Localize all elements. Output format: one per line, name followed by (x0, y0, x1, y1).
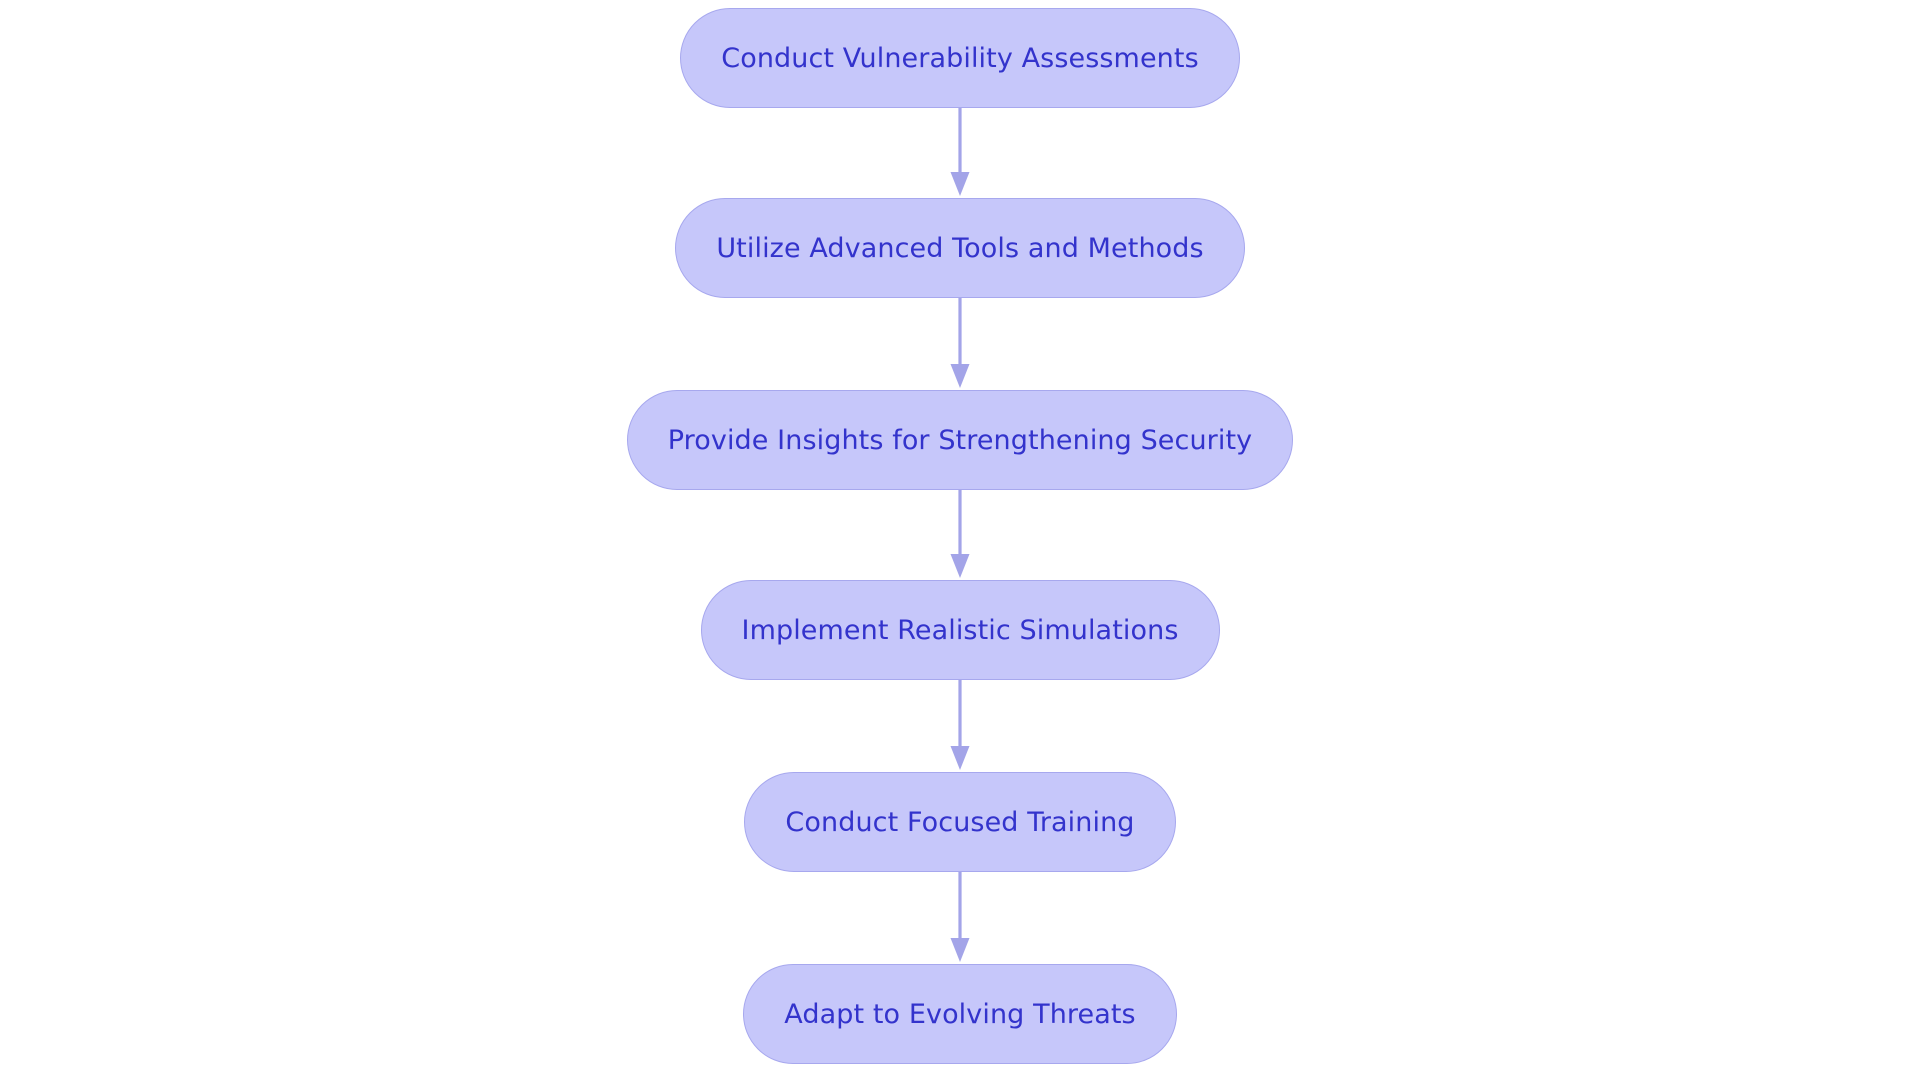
flow-connector-5 (940, 872, 980, 964)
arrow-down-icon (950, 108, 970, 196)
top-spacer (960, 0, 961, 8)
flow-connector-2 (940, 298, 980, 390)
flow-node-utilize-advanced-tools-and-methods[interactable]: Utilize Advanced Tools and Methods (675, 198, 1245, 298)
arrow-down-icon (950, 872, 970, 962)
flow-node-label: Utilize Advanced Tools and Methods (716, 232, 1204, 264)
flow-node-label: Conduct Vulnerability Assessments (721, 42, 1199, 74)
flow-node-implement-realistic-simulations[interactable]: Implement Realistic Simulations (700, 580, 1220, 680)
flow-connector-4 (940, 680, 980, 772)
flow-node-label: Conduct Focused Training (785, 806, 1135, 838)
flow-node-provide-insights-for-strengthening-security[interactable]: Provide Insights for Strengthening Secur… (626, 390, 1294, 490)
arrow-down-icon (950, 298, 970, 388)
flow-node-conduct-vulnerability-assessments[interactable]: Conduct Vulnerability Assessments (680, 8, 1240, 108)
flow-node-conduct-focused-training[interactable]: Conduct Focused Training (744, 772, 1176, 872)
flow-connector-1 (940, 108, 980, 198)
arrow-down-icon (950, 680, 970, 770)
arrow-down-icon (950, 490, 970, 578)
flow-node-label: Adapt to Evolving Threats (784, 998, 1136, 1030)
flow-node-label: Implement Realistic Simulations (741, 614, 1179, 646)
flow-connector-3 (940, 490, 980, 580)
flow-node-adapt-to-evolving-threats[interactable]: Adapt to Evolving Threats (743, 964, 1177, 1064)
flow-node-label: Provide Insights for Strengthening Secur… (667, 424, 1253, 456)
